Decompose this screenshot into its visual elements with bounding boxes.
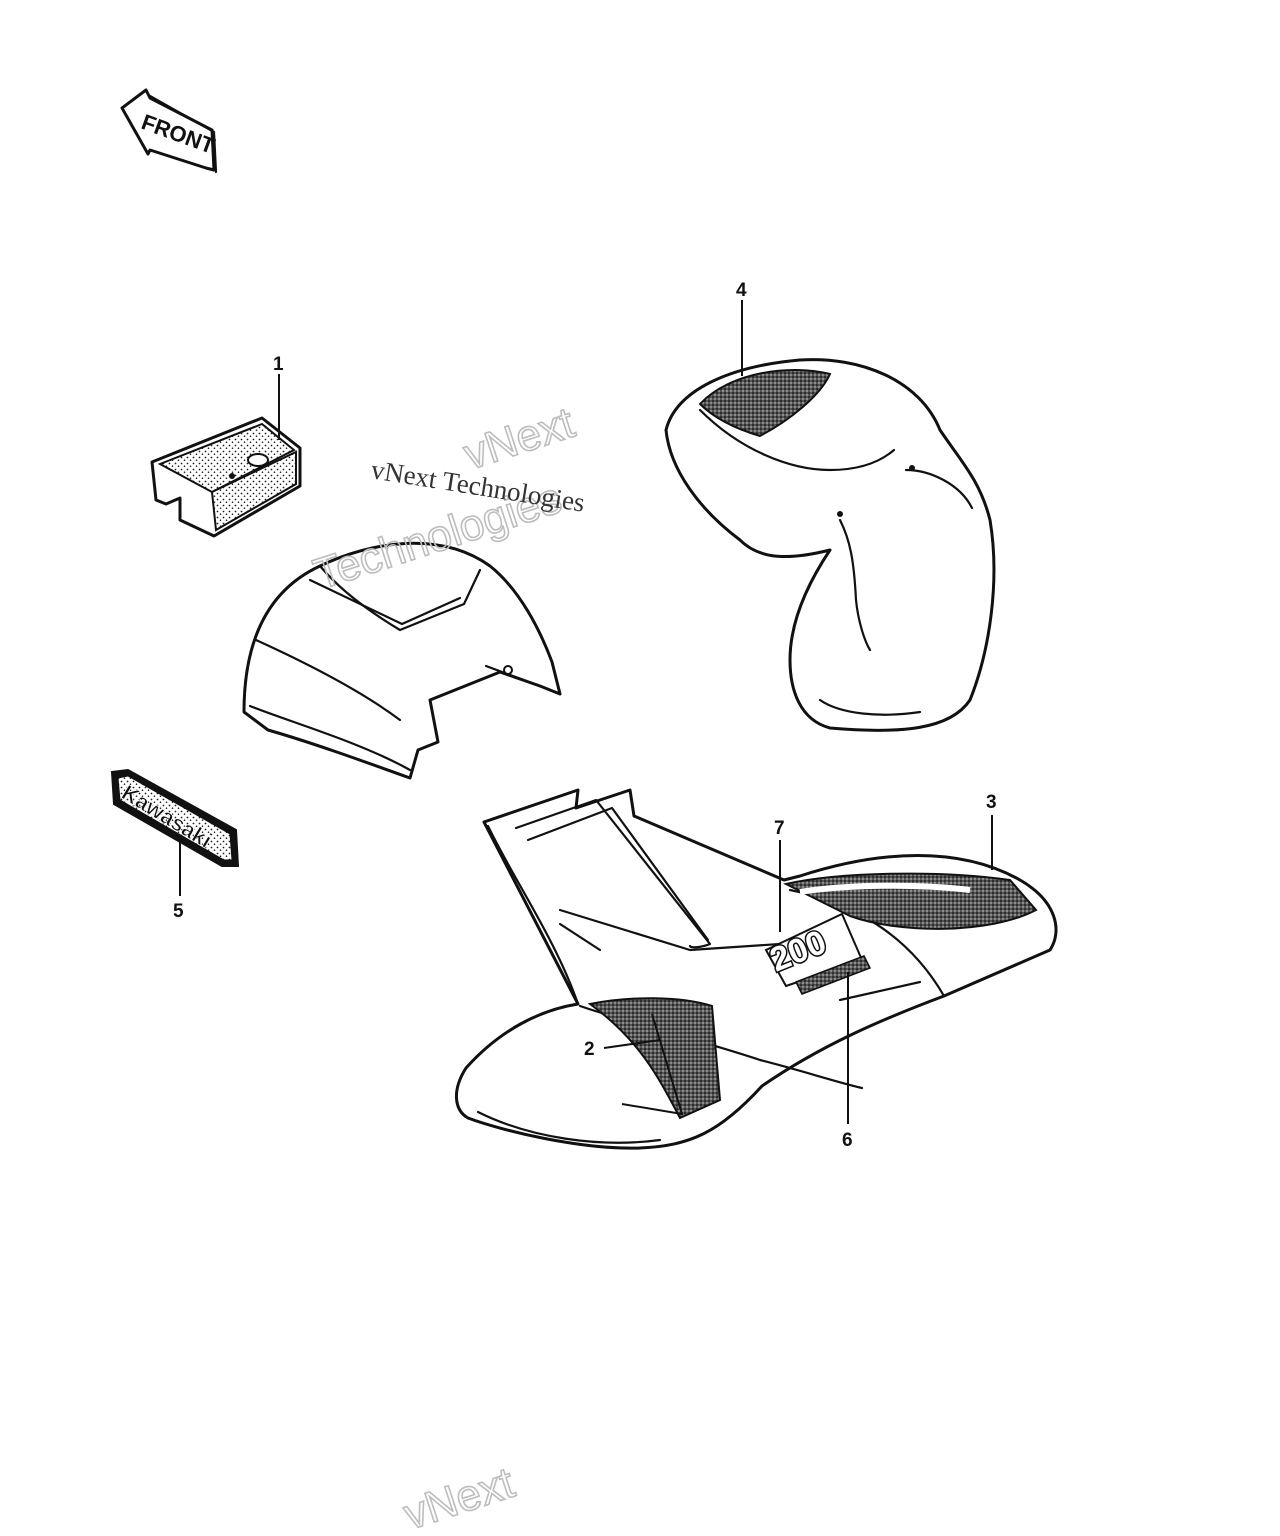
callout-2: 2 — [584, 1039, 595, 1060]
part-1-small-cover — [150, 416, 302, 538]
front-arrow-icon: FRONT — [120, 88, 219, 174]
callout-5: 5 — [173, 901, 184, 922]
part-6-small-decal — [794, 955, 872, 995]
part-5-kawasaki-decal: Kawasaki — [110, 768, 240, 867]
watermark-bottom: vNext — [398, 1458, 520, 1536]
callout-1: 1 — [273, 354, 284, 375]
watermark-line1: vNext — [458, 398, 580, 479]
callout-4: 4 — [736, 280, 747, 301]
callout-3: 3 — [986, 792, 997, 813]
part-seat-cowl — [242, 541, 562, 780]
part-rear-fender-assembly: 200 — [455, 788, 1058, 1150]
callout-7: 7 — [774, 818, 785, 839]
callout-6: 6 — [842, 1130, 853, 1151]
part-4-front-fender — [664, 358, 996, 732]
